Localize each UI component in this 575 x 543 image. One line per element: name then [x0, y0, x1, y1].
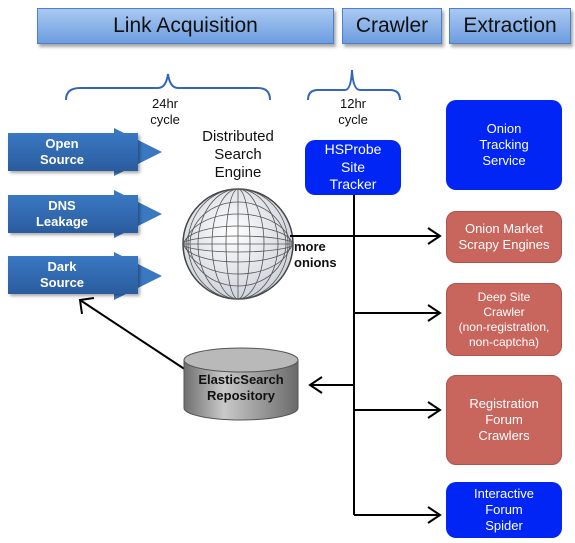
interactive-forum-spider: Interactive Forum Spider	[446, 482, 562, 538]
header-link-acquisition-label: Link Acquisition	[113, 14, 258, 37]
connector-deep-site	[354, 304, 442, 322]
source-open: Open Source	[8, 133, 138, 171]
header-crawler: Crawler	[342, 8, 442, 44]
more-onions-label: more onions	[294, 239, 337, 270]
header-extraction: Extraction	[449, 8, 571, 44]
cycle-24hr-label: 24hr cycle	[150, 96, 180, 127]
source-dark: Dark Source	[8, 256, 138, 294]
source-dns-leakage-label: DNS Leakage	[35, 197, 89, 229]
connector-market	[290, 227, 442, 245]
source-dns-leakage: DNS Leakage	[8, 195, 138, 233]
source-open-label: Open Source	[39, 135, 85, 167]
cycle-12hr-label: 12hr cycle	[338, 96, 368, 127]
source-dark-label: Dark Source	[39, 258, 85, 290]
onion-tracking-service: Onion Tracking Service	[446, 100, 562, 190]
repository-label: ElasticSearch Repository	[198, 372, 284, 403]
bracket-24hr	[65, 73, 271, 101]
hsprobe-site-tracker: HSProbe Site Tracker	[305, 140, 401, 195]
globe-icon	[182, 188, 294, 300]
connector-repository	[308, 376, 354, 394]
onion-market-scrapy-engines: Onion Market Scrapy Engines	[446, 211, 562, 263]
header-extraction-label: Extraction	[463, 14, 557, 37]
connector-repo-to-dark-source	[78, 297, 187, 371]
connector-registration	[354, 401, 442, 419]
deep-site-crawler: Deep Site Crawler (non-registration, non…	[446, 283, 562, 356]
header-crawler-label: Crawler	[355, 14, 429, 37]
bracket-12hr	[307, 69, 401, 101]
connector-interactive	[354, 506, 442, 524]
registration-forum-crawlers: Registration Forum Crawlers	[446, 375, 562, 465]
database-icon	[183, 347, 299, 421]
header-link-acquisition: Link Acquisition	[37, 8, 334, 44]
search-engine-label: Distributed Search Engine	[202, 128, 274, 181]
